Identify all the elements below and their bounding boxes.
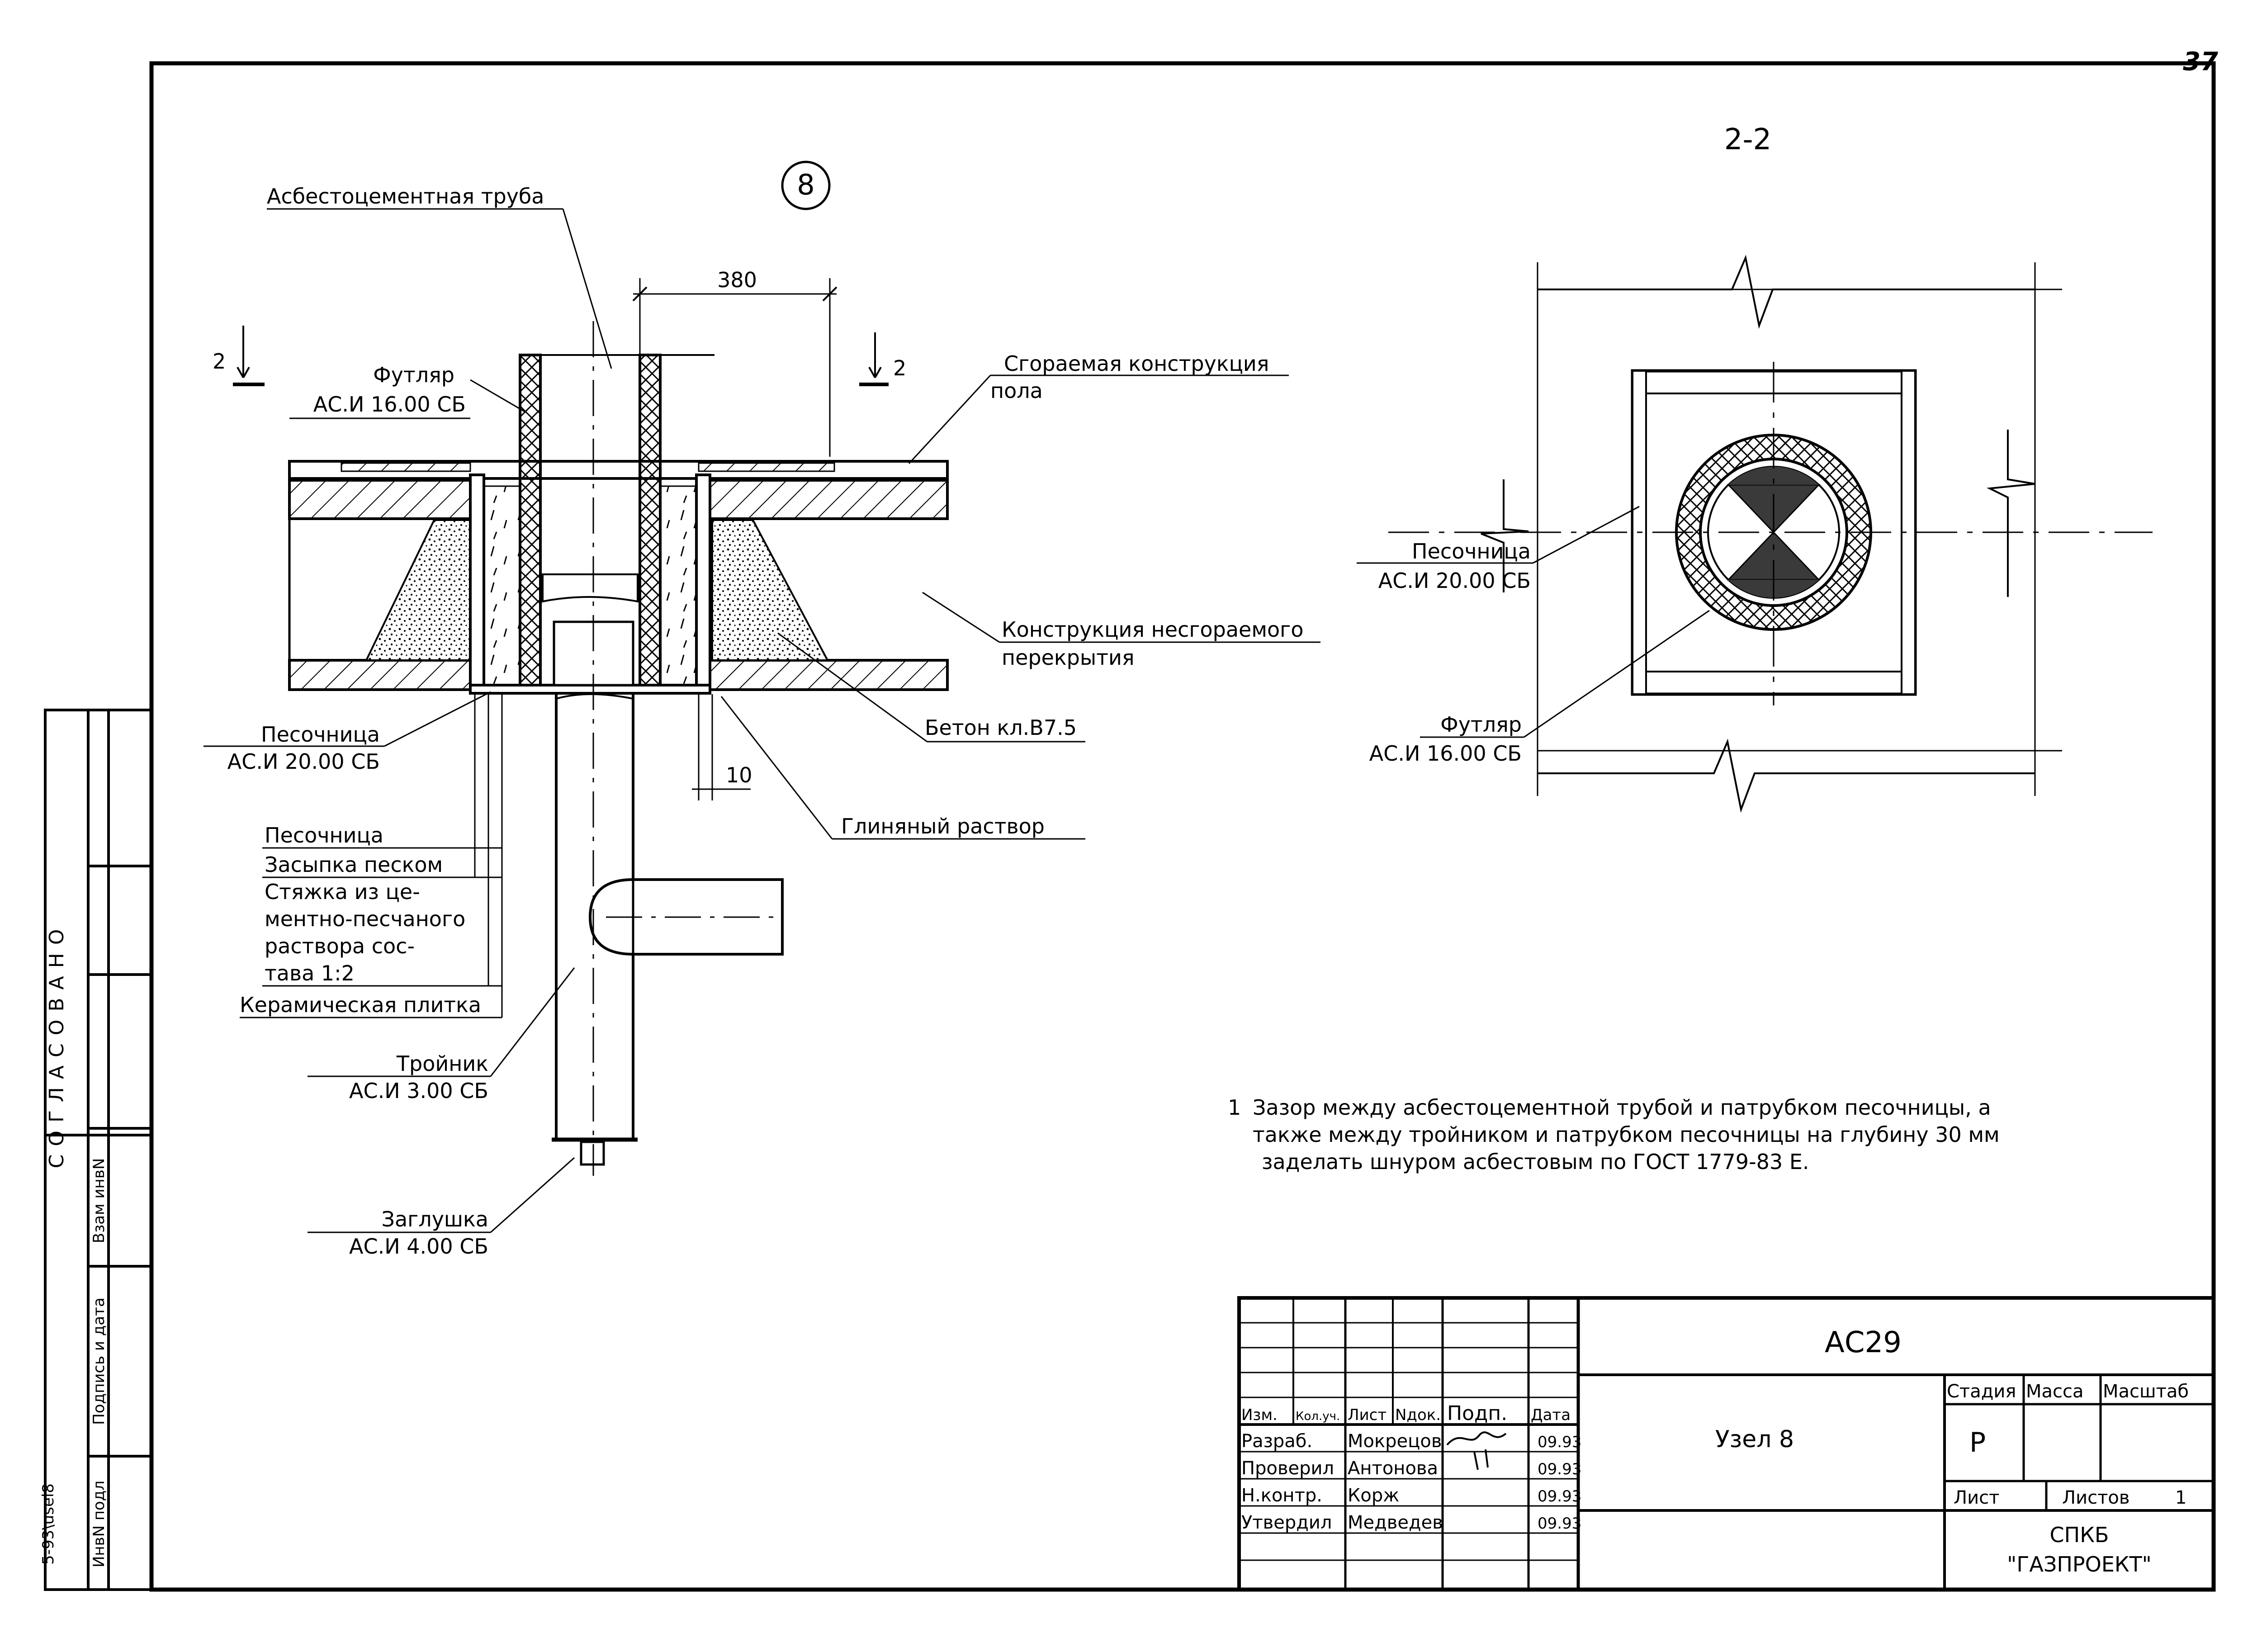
- label-tee-title: Тройник: [396, 1051, 488, 1076]
- sheets-value: 1: [2175, 1487, 2186, 1508]
- note-line-2: заделать шнуром асбестовым по ГОСТ 1779-…: [1262, 1150, 1809, 1174]
- label-plug-title: Заглушка: [381, 1207, 488, 1231]
- section-title: 2-2: [1724, 123, 1772, 156]
- vzam-label: Взам инвN: [90, 1158, 108, 1244]
- row-person-3: Медведев: [1348, 1512, 1443, 1533]
- layer-4: раствора сос-: [265, 934, 415, 958]
- section-drawing: 8: [203, 161, 1320, 1259]
- sheet-number: 37: [2183, 47, 2218, 76]
- agreed-label: СОГЛАСОВАНО: [45, 921, 68, 1169]
- org-line-1: СПКБ: [2050, 1523, 2109, 1547]
- label-noncomb-2: перекрытия: [1002, 645, 1135, 670]
- row-role-0: Разраб.: [1241, 1431, 1312, 1452]
- inv-label: ИнвN подл: [90, 1481, 108, 1567]
- dim-10: 10: [726, 763, 752, 787]
- stage-value: Р: [1969, 1427, 1986, 1458]
- note-block: 1 Зазор между асбестоцементной трубой и …: [1228, 1095, 2000, 1174]
- label-clay: Глиняный раствор: [841, 814, 1045, 838]
- layer-5: тава 1:2: [265, 961, 355, 985]
- row-date-2: 09.93: [1538, 1487, 1581, 1505]
- label-noncomb-1: Конструкция несгораемого: [1002, 617, 1304, 642]
- label-casing-code: АС.И 16.00 СБ: [313, 392, 466, 417]
- signature-mark: [1446, 1431, 1507, 1470]
- scale-label: Масштаб: [2103, 1381, 2189, 1402]
- label-r-sandbox-title: Песочница: [1412, 539, 1531, 563]
- label-combustible-1: Сгораемая конструкция: [1004, 351, 1269, 376]
- layer-list: [240, 692, 503, 1018]
- label-asbestos-pipe: Асбестоцементная труба: [267, 184, 544, 208]
- layer-6: Керамическая плитка: [240, 993, 481, 1017]
- label-tee-code: АС.И 3.00 СБ: [349, 1079, 488, 1103]
- row-person-2: Корж: [1348, 1485, 1399, 1506]
- sheets-label: Листов: [2062, 1487, 2129, 1508]
- doc-code: АС29: [1825, 1326, 1902, 1359]
- hdr-kolu: Кол.уч.: [1296, 1410, 1340, 1423]
- org-line-2: "ГАЗПРОЕКТ": [2007, 1552, 2152, 1576]
- note-number: 1: [1228, 1095, 1241, 1120]
- node-marker: 8: [797, 168, 814, 201]
- stage-label: Стадия: [1947, 1381, 2016, 1402]
- label-combustible-2: пола: [990, 379, 1043, 403]
- dim-380: 380: [717, 268, 757, 292]
- plan-view: 2-2 Песочница АС.И 20.00 СБ: [1357, 123, 2153, 813]
- row-role-1: Проверил: [1241, 1458, 1334, 1479]
- title-block: [1237, 1296, 2215, 1591]
- label-casing-title: Футляр: [373, 363, 454, 387]
- label-plug-code: АС.И 4.00 СБ: [349, 1234, 488, 1259]
- sheet-frame: [149, 61, 2216, 1592]
- row-person-1: Антонова: [1348, 1458, 1438, 1479]
- layer-2: Стяжка из це-: [265, 880, 420, 904]
- row-role-2: Н.контр.: [1241, 1485, 1322, 1506]
- note-line-1: также между тройником и патрубком песочн…: [1253, 1122, 2000, 1147]
- row-date-3: 09.93: [1538, 1515, 1581, 1533]
- note-line-0: Зазор между асбестоцементной трубой и па…: [1253, 1095, 1991, 1120]
- sheet-label: Лист: [1954, 1487, 1999, 1508]
- label-concrete: Бетон кл.В7.5: [925, 715, 1077, 740]
- row-person-0: Мокрецов: [1348, 1431, 1442, 1452]
- node-marker-circle: [781, 161, 831, 210]
- label-r-casing-code: АС.И 16.00 СБ: [1369, 741, 1522, 766]
- drawing-name: Узел 8: [1715, 1426, 1794, 1453]
- layer-0: Песочница: [265, 823, 383, 847]
- hdr-podp: Подп.: [1447, 1402, 1507, 1425]
- label-sandbox-title: Песочница: [261, 722, 380, 747]
- row-date-1: 09.93: [1538, 1460, 1581, 1478]
- label-sandbox-code: АС.И 20.00 СБ: [227, 749, 380, 774]
- row-role-3: Утвердил: [1241, 1512, 1332, 1533]
- layer-3: ментно-песчаного: [265, 907, 465, 931]
- row-date-0: 09.93: [1538, 1433, 1581, 1451]
- label-r-casing-title: Футляр: [1440, 712, 1522, 737]
- signature-date-label: Подпись и дата: [90, 1297, 108, 1425]
- hdr-izm: Изм.: [1241, 1406, 1278, 1424]
- layer-1: Засыпка песком: [265, 852, 443, 877]
- label-r-sandbox-code: АС.И 20.00 СБ: [1378, 568, 1531, 593]
- file-label: 5-93\usel8: [39, 1483, 57, 1565]
- hdr-data: Дата: [1531, 1406, 1571, 1424]
- cut-label-left: 2: [213, 349, 226, 374]
- side-stamp: [44, 709, 153, 1591]
- hdr-ndok: Nдок.: [1395, 1406, 1441, 1424]
- cut-label-right: 2: [893, 356, 906, 380]
- hdr-list: Лист: [1348, 1406, 1386, 1424]
- mass-label: Масса: [2026, 1381, 2084, 1402]
